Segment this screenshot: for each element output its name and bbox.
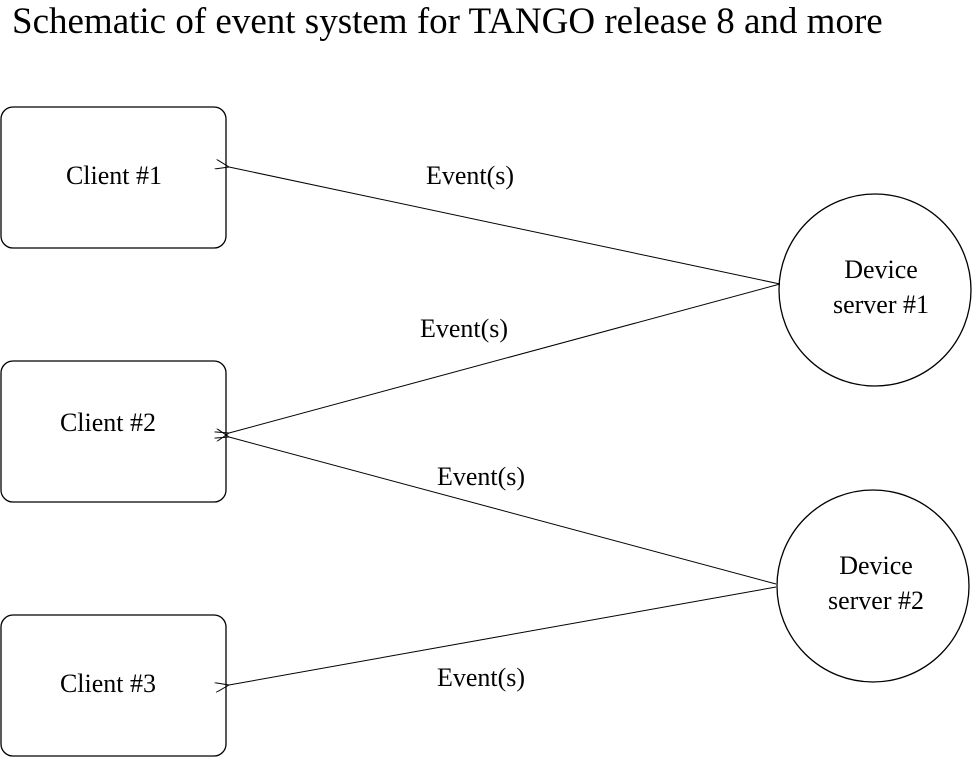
device-server-2: Device server #2: [776, 489, 970, 683]
client-1-label: Client #1: [66, 161, 162, 190]
client-box-2: Client #2: [0, 360, 227, 503]
event-label-1: Event(s): [426, 161, 514, 190]
device-server-2-line2: server #2: [828, 586, 924, 615]
event-arrow-server2-client2: [229, 437, 777, 585]
client-2-label: Client #2: [60, 408, 156, 437]
event-arrow-server2-client3: [229, 586, 777, 685]
client-box-3: Client #3: [0, 614, 227, 757]
device-server-1-line2: server #1: [833, 290, 929, 319]
event-label-3: Event(s): [437, 462, 525, 491]
event-arrow-server1-client2: [229, 283, 781, 433]
client-box-1: Client #1: [0, 106, 227, 249]
event-label-2: Event(s): [420, 314, 508, 343]
client-3-label: Client #3: [60, 669, 156, 698]
event-arrow-server1-client1: [229, 167, 781, 285]
device-server-1-line1: Device: [844, 255, 918, 284]
diagram-title: Schematic of event system for TANGO rele…: [12, 1, 883, 42]
device-server-2-line1: Device: [839, 551, 913, 580]
event-label-4: Event(s): [437, 663, 525, 692]
device-server-1: Device server #1: [778, 193, 972, 387]
